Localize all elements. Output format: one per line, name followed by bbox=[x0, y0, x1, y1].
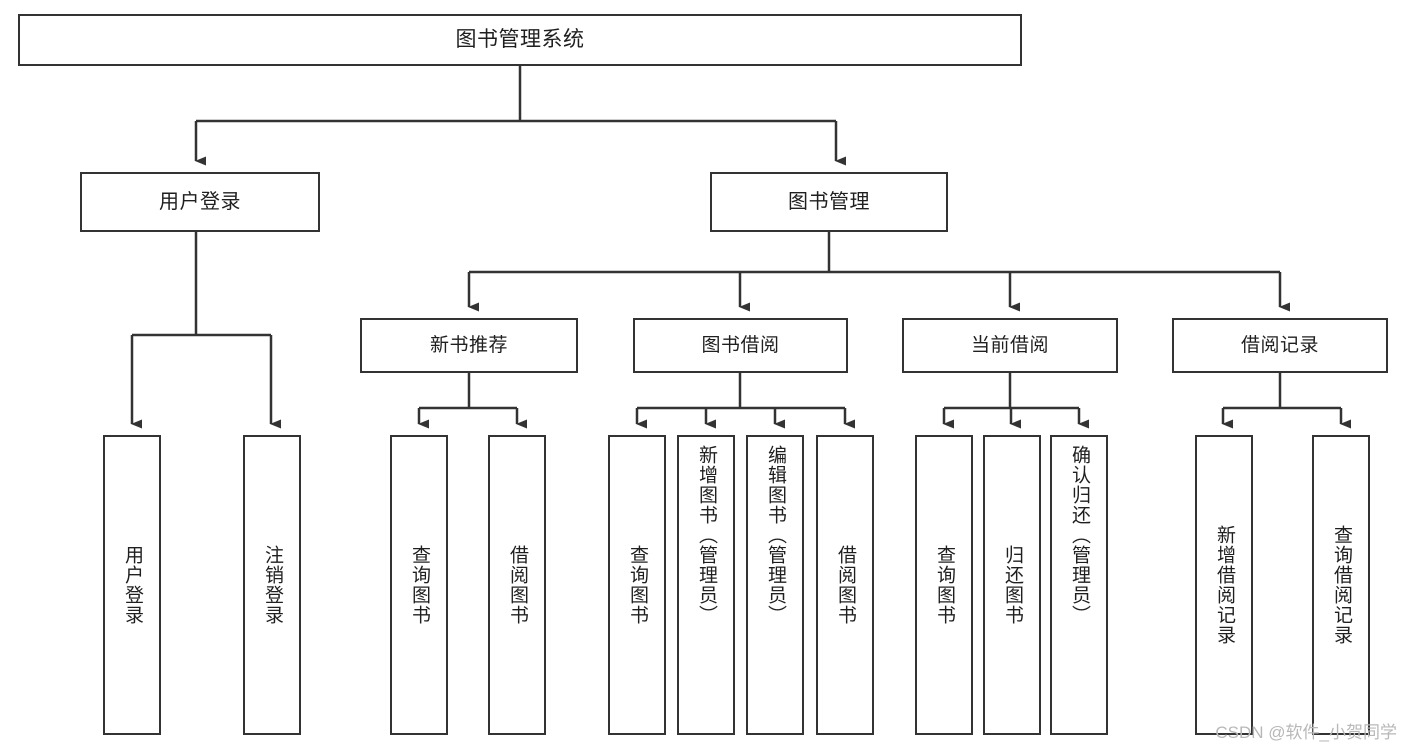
node-new-book-recommend-label: 新书推荐 bbox=[429, 334, 508, 356]
node-current-borrow[interactable]: 当前借阅 bbox=[902, 318, 1118, 373]
leaf-borrow-book-label: 借阅图书 bbox=[834, 545, 856, 625]
leaf-logout-label: 注销登录 bbox=[261, 545, 283, 625]
node-book-management[interactable]: 图书管理 bbox=[710, 172, 948, 232]
node-user-login-label: 用户登录 bbox=[159, 190, 241, 213]
leaf-query-book-borrow[interactable]: 查询图书 bbox=[608, 435, 666, 735]
leaf-query-borrow-record[interactable]: 查询借阅记录 bbox=[1312, 435, 1370, 735]
leaf-edit-book-admin-label: 编辑图书（管理员） bbox=[764, 445, 786, 625]
node-book-borrow-label: 图书借阅 bbox=[701, 334, 780, 356]
leaf-return-book-label: 归还图书 bbox=[1001, 545, 1023, 625]
leaf-confirm-return-admin[interactable]: 确认归还（管理员） bbox=[1050, 435, 1108, 735]
leaf-query-book-borrow-label: 查询图书 bbox=[626, 545, 648, 625]
leaf-query-book-recommend[interactable]: 查询图书 bbox=[390, 435, 448, 735]
csdn-watermark: CSDN @软件_小贺同学 bbox=[1215, 723, 1397, 742]
leaf-query-book-current[interactable]: 查询图书 bbox=[915, 435, 973, 735]
node-user-login[interactable]: 用户登录 bbox=[80, 172, 320, 232]
node-root[interactable]: 图书管理系统 bbox=[18, 14, 1022, 66]
leaf-user-login-label: 用户登录 bbox=[121, 545, 143, 625]
leaf-borrow-book-recommend[interactable]: 借阅图书 bbox=[488, 435, 546, 735]
leaf-return-book[interactable]: 归还图书 bbox=[983, 435, 1041, 735]
leaf-borrow-book-recommend-label: 借阅图书 bbox=[506, 545, 528, 625]
node-borrow-record[interactable]: 借阅记录 bbox=[1172, 318, 1388, 373]
leaf-add-borrow-record-label: 新增借阅记录 bbox=[1213, 525, 1235, 645]
leaf-logout[interactable]: 注销登录 bbox=[243, 435, 301, 735]
node-new-book-recommend[interactable]: 新书推荐 bbox=[360, 318, 578, 373]
node-book-management-label: 图书管理 bbox=[788, 190, 870, 213]
node-root-label: 图书管理系统 bbox=[455, 28, 585, 52]
node-book-borrow[interactable]: 图书借阅 bbox=[633, 318, 848, 373]
leaf-edit-book-admin[interactable]: 编辑图书（管理员） bbox=[746, 435, 804, 735]
leaf-borrow-book[interactable]: 借阅图书 bbox=[816, 435, 874, 735]
leaf-confirm-return-admin-label: 确认归还（管理员） bbox=[1068, 445, 1090, 625]
leaf-query-borrow-record-label: 查询借阅记录 bbox=[1330, 525, 1352, 645]
leaf-add-book-admin[interactable]: 新增图书（管理员） bbox=[677, 435, 735, 735]
leaf-add-borrow-record[interactable]: 新增借阅记录 bbox=[1195, 435, 1253, 735]
leaf-query-book-current-label: 查询图书 bbox=[933, 545, 955, 625]
leaf-query-book-recommend-label: 查询图书 bbox=[408, 545, 430, 625]
leaf-add-book-admin-label: 新增图书（管理员） bbox=[695, 445, 717, 625]
node-borrow-record-label: 借阅记录 bbox=[1240, 334, 1319, 356]
leaf-user-login[interactable]: 用户登录 bbox=[103, 435, 161, 735]
node-current-borrow-label: 当前借阅 bbox=[970, 334, 1049, 356]
